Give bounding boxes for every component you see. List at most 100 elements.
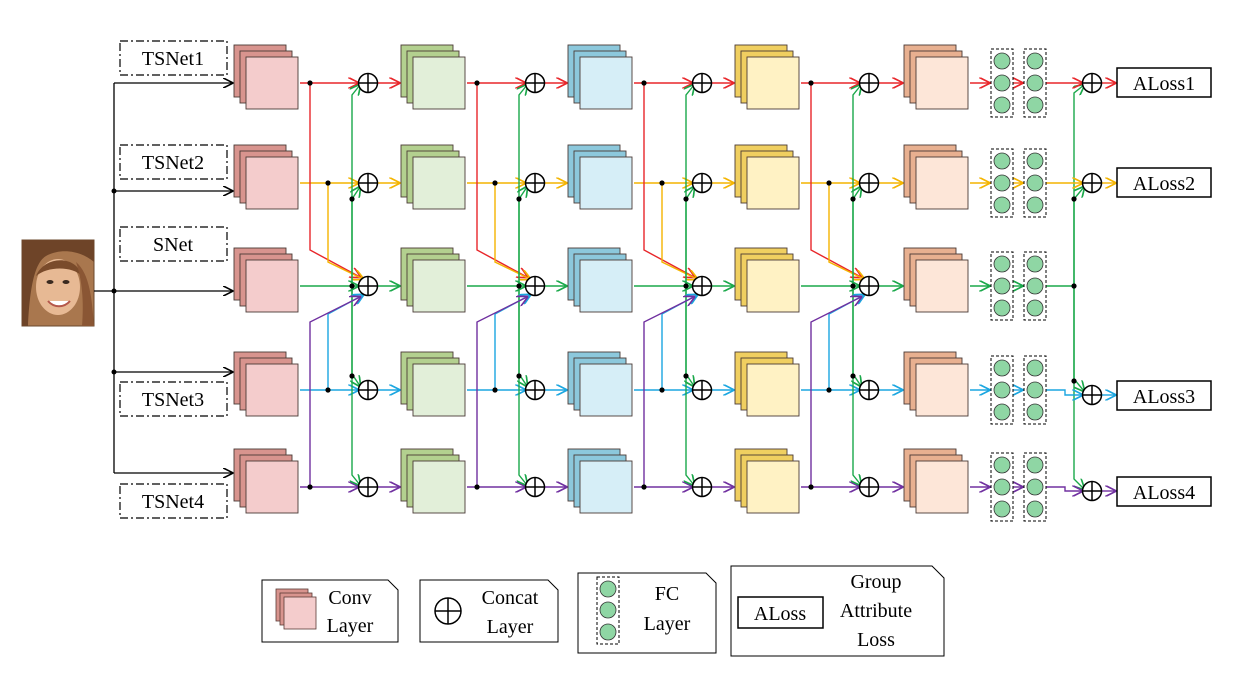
wire-green-up-2-1 <box>352 187 360 286</box>
wire-tsnet3-to-loss-concat <box>1046 389 1082 395</box>
junction-dot <box>516 196 522 202</box>
conv-front-sheet <box>579 460 633 514</box>
wire-blue-cross-1 <box>327 295 363 390</box>
conv-layer-tsnet3-4 <box>734 351 800 417</box>
junction-dot <box>808 484 814 490</box>
wire-green-up-2-4 <box>853 187 861 286</box>
concat-layer-snet-1 <box>357 275 379 297</box>
conv-layer-tsnet2-4 <box>734 144 800 210</box>
wire-green-loss-4 <box>1074 286 1084 489</box>
fc-node <box>1026 500 1044 518</box>
conv-layer-snet-2 <box>400 247 466 313</box>
junction-dot <box>516 373 522 379</box>
wire-green-loss-2 <box>1073 187 1084 286</box>
legend-concat: Concat Layer <box>419 579 559 643</box>
loss-concat-4 <box>1081 480 1103 502</box>
junction-dot <box>492 387 498 393</box>
conv-front-sheet <box>245 259 299 313</box>
junction-dot <box>349 283 355 289</box>
junction-dot <box>474 80 480 86</box>
fc-node <box>993 359 1011 377</box>
fc-layer-tsnet4-1 <box>990 452 1014 522</box>
wire-red-cross-2 <box>476 83 527 277</box>
fc-node <box>1026 403 1044 421</box>
legend-conv: Conv Layer <box>261 579 399 643</box>
conv-layer-tsnet3-2 <box>400 351 466 417</box>
wire-blue-cross-2 <box>494 295 530 390</box>
conv-front-sheet <box>412 259 466 313</box>
conv-layers <box>233 44 969 514</box>
fc-node <box>993 403 1011 421</box>
svg-text:SNet: SNet <box>153 234 193 256</box>
wire-yellow-cross-1 <box>327 183 363 279</box>
concat-layers <box>357 72 1103 502</box>
fc-node <box>1026 74 1044 92</box>
svg-text:Group: Group <box>850 571 901 593</box>
svg-text:Layer: Layer <box>644 613 691 635</box>
svg-text:Layer: Layer <box>327 615 374 637</box>
wire-purple-cross-1 <box>309 297 360 487</box>
junction-dot <box>641 484 647 490</box>
svg-text:TSNet1: TSNet1 <box>142 48 204 70</box>
loss-concat-1 <box>1081 72 1103 94</box>
svg-text:ALoss2: ALoss2 <box>1133 173 1195 195</box>
fc-node <box>993 74 1011 92</box>
conv-layer-snet-4 <box>734 247 800 313</box>
conv-front-sheet <box>245 460 299 514</box>
connection-lines <box>300 83 1115 491</box>
conv-front-sheet <box>579 56 633 110</box>
conv-front-sheet <box>245 363 299 417</box>
svg-text:FC: FC <box>655 583 679 605</box>
wire-green-up-2-3 <box>686 187 694 286</box>
conv-layer-tsnet2-2 <box>400 144 466 210</box>
fc-node <box>1026 152 1044 170</box>
svg-text:Attribute: Attribute <box>840 600 912 622</box>
input-branches <box>94 83 232 473</box>
svg-text:ALoss: ALoss <box>754 603 806 625</box>
conv-layer-tsnet3-3 <box>567 351 633 417</box>
junction-dot <box>850 283 856 289</box>
concat-layer-snet-3 <box>691 275 713 297</box>
concat-layer-tsnet3-1 <box>357 379 379 401</box>
fc-node <box>993 96 1011 114</box>
fc-layer-tsnet1-1 <box>990 48 1014 118</box>
concat-layer-tsnet4-3 <box>691 476 713 498</box>
fc-layer-tsnet2-1 <box>990 148 1014 218</box>
junction-dot <box>349 196 355 202</box>
fc-node <box>1026 299 1044 317</box>
concat-layer-tsnet3-3 <box>691 379 713 401</box>
conv-front-sheet <box>915 460 969 514</box>
network-label-snet: SNet <box>119 226 228 262</box>
junction-dot <box>683 373 689 379</box>
network-label-tsnet4: TSNet4 <box>119 483 228 519</box>
conv-layer-snet-3 <box>567 247 633 313</box>
conv-front-sheet <box>412 460 466 514</box>
wire-yellow-cross-3 <box>661 183 697 279</box>
junction-dot <box>1071 378 1077 384</box>
conv-layer-tsnet1-3 <box>567 44 633 110</box>
wire-red-cross-1 <box>309 83 360 277</box>
svg-text:ALoss3: ALoss3 <box>1133 386 1195 408</box>
wire-green-down-4-4 <box>853 286 861 485</box>
fc-node <box>993 456 1011 474</box>
fc-node <box>1026 359 1044 377</box>
junction-dot <box>492 180 498 186</box>
conv-front-sheet <box>915 363 969 417</box>
svg-text:ALoss1: ALoss1 <box>1133 73 1195 95</box>
wire-green-loss-3 <box>1073 286 1084 391</box>
wire-purple-cross-3 <box>643 297 694 487</box>
junction-dot <box>641 80 647 86</box>
conv-front-sheet <box>579 156 633 210</box>
wire-green-down-4-2 <box>519 286 527 485</box>
concat-layer-tsnet2-2 <box>524 172 546 194</box>
conv-layer-tsnet3-1 <box>233 351 299 417</box>
junction-dot <box>850 373 856 379</box>
fc-node <box>993 299 1011 317</box>
concat-layer-tsnet4-2 <box>524 476 546 498</box>
loss-concat-2 <box>1081 172 1103 194</box>
fc-layer-tsnet1-2 <box>1023 48 1047 118</box>
junction-dot <box>325 387 331 393</box>
conv-front-sheet <box>746 56 800 110</box>
concat-layer-tsnet3-4 <box>858 379 880 401</box>
